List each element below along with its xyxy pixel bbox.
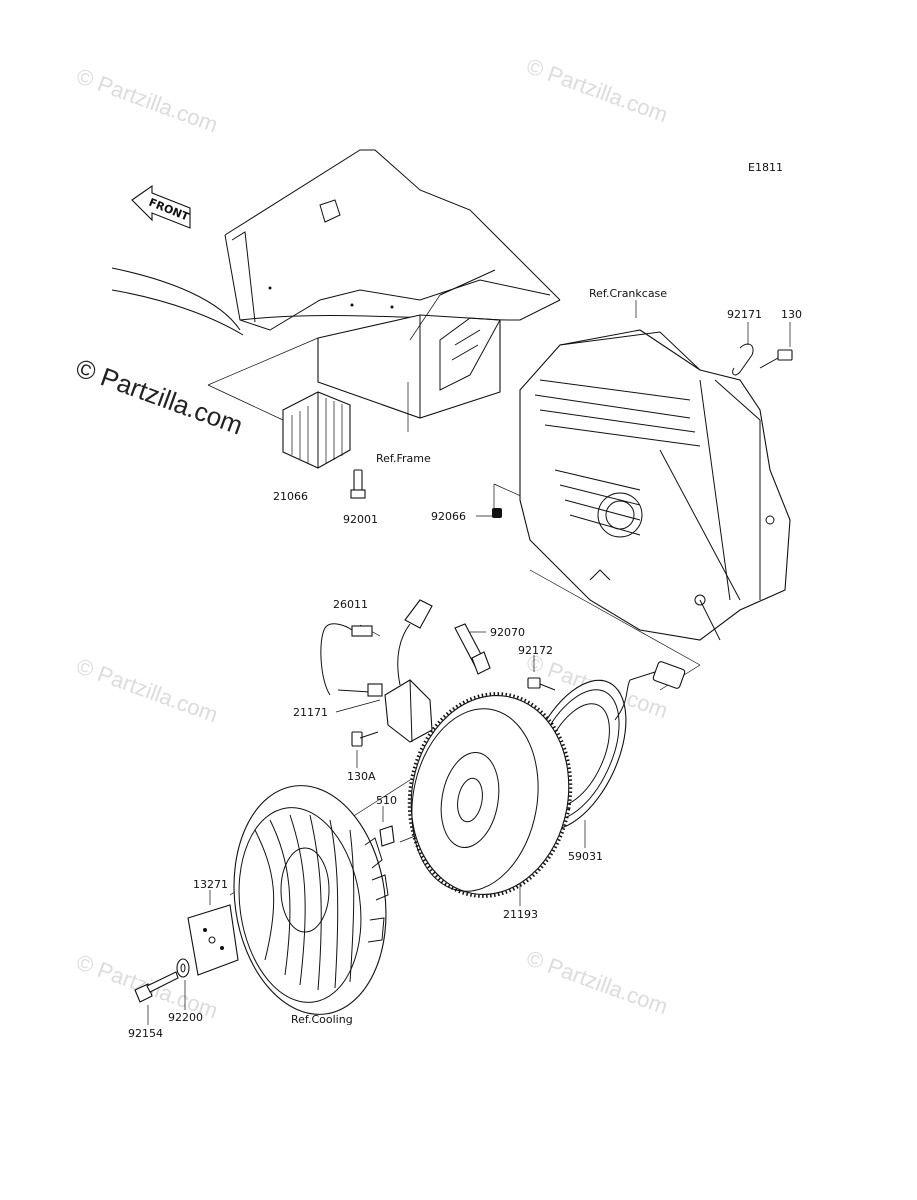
faint-watermark: © Partzilla.com (73, 63, 221, 137)
plug-92066 (492, 508, 502, 518)
bolt-92001 (350, 469, 366, 499)
label-92154: 92154 (128, 1027, 163, 1040)
cooling-fan (233, 785, 389, 1015)
label-21171: 21171 (293, 706, 328, 719)
label-92066: 92066 (431, 510, 466, 523)
label-130: 130 (781, 308, 802, 321)
wire-harness-26011 (320, 623, 383, 697)
washer-92200 (176, 958, 190, 978)
ignition-coil-21171 (384, 679, 433, 743)
frame-shell (111, 149, 561, 336)
regulator-part (282, 391, 351, 469)
bolt-130A (351, 731, 379, 747)
label-ref-crankcase: Ref.Crankcase (589, 287, 667, 300)
plug-cap (397, 599, 433, 686)
label-26011: 26011 (333, 598, 368, 611)
diagram-code: E1811 (748, 161, 783, 174)
spark-plug-92070 (454, 623, 491, 675)
bolt-92172 (527, 677, 556, 691)
faint-watermark: © Partzilla.com (523, 945, 671, 1019)
flywheel-21193 (407, 692, 573, 898)
label-13271: 13271 (193, 878, 228, 891)
label-59031: 59031 (568, 850, 603, 863)
label-92172: 92172 (518, 644, 553, 657)
frame-bracket (317, 269, 501, 419)
label-92001: 92001 (343, 513, 378, 526)
key-510 (379, 825, 395, 847)
label-92171: 92171 (727, 308, 762, 321)
bolt-130 (759, 349, 793, 369)
label-21193: 21193 (503, 908, 538, 921)
part-labels: Ref.Crankcase Ref.Frame Ref.Cooling 2106… (128, 287, 802, 1040)
label-510: 510 (376, 794, 397, 807)
plate-13271 (187, 904, 239, 976)
main-watermark: © Partzilla.com (72, 352, 247, 440)
label-21066: 21066 (273, 490, 308, 503)
faint-watermark: © Partzilla.com (523, 53, 671, 127)
label-ref-cooling: Ref.Cooling (291, 1013, 353, 1026)
crankcase-part (519, 329, 791, 641)
label-ref-frame: Ref.Frame (376, 452, 431, 465)
front-arrow-icon: FRONT (131, 184, 191, 229)
clamp-92171 (732, 343, 754, 376)
label-130A: 130A (347, 770, 376, 783)
label-92070: 92070 (490, 626, 525, 639)
label-92200: 92200 (168, 1011, 203, 1024)
faint-watermark: © Partzilla.com (73, 653, 221, 727)
bolt-92154 (134, 971, 179, 1003)
